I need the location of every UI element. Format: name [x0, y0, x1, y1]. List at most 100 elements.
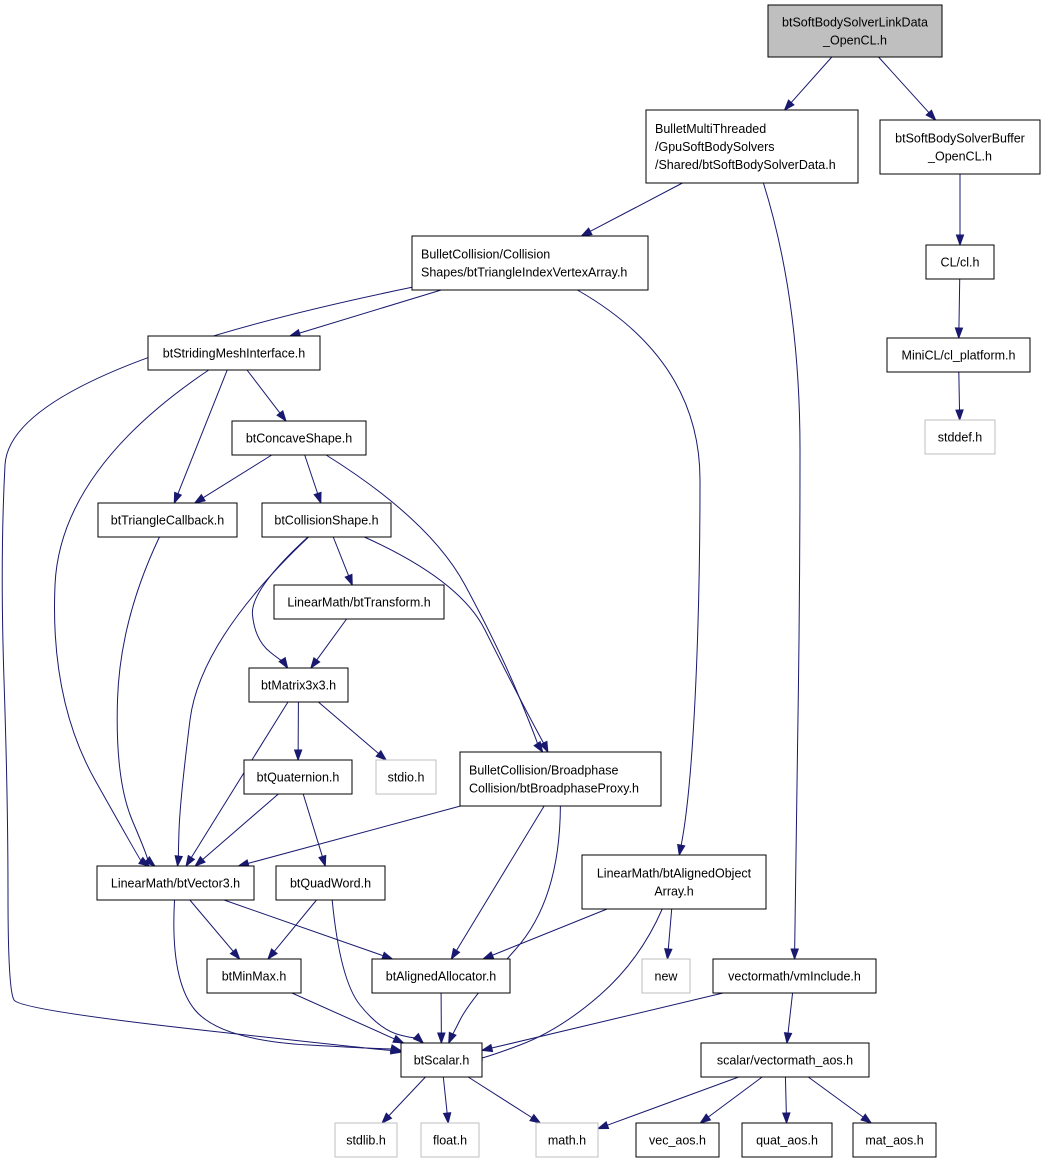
arrowhead-icon — [412, 1032, 425, 1045]
edge-line — [116, 536, 160, 861]
node-cl-platform[interactable]: MiniCL/cl_platform.h — [886, 337, 1031, 373]
node-vminclude[interactable]: vectormath/vmInclude.h — [712, 958, 877, 994]
node-label: btQuadWord.h — [290, 877, 371, 891]
node-box — [243, 759, 353, 795]
node-concave[interactable]: btConcaveShape.h — [231, 420, 367, 456]
node-box — [96, 865, 255, 901]
edge-collision_shape-to-vector3 — [174, 536, 309, 868]
node-link-data: btSoftBodySolverLinkData_OpenCL.h — [767, 4, 943, 58]
node-box — [273, 584, 445, 620]
node-box — [924, 419, 996, 455]
arrowhead-icon — [450, 947, 461, 961]
edge-line — [607, 1076, 739, 1126]
node-box — [581, 854, 767, 910]
node-label: float.h — [433, 1134, 467, 1148]
node-broadphase[interactable]: BulletCollision/BroadphaseCollision/btBr… — [459, 751, 662, 807]
arrowhead-icon — [293, 749, 303, 762]
node-box — [712, 958, 877, 994]
edge-line — [332, 536, 350, 576]
node-minmax[interactable]: btMinMax.h — [206, 958, 302, 994]
edge-line — [456, 805, 545, 951]
node-solver-buffer[interactable]: btSoftBodySolverBuffer_OpenCL.h — [879, 119, 1041, 175]
node-tri-callback[interactable]: btTriangleCallback.h — [97, 502, 238, 538]
node-vec-aos[interactable]: vec_aos.h — [635, 1122, 720, 1158]
edge-vm_aos-to-vec_aos — [699, 1076, 763, 1124]
node-box — [767, 4, 943, 58]
edge-solver_data-to-vminclude — [762, 182, 801, 961]
edge-broadphase-to-vector3 — [237, 805, 461, 868]
node-box — [700, 1042, 870, 1078]
node-collision-shape[interactable]: btCollisionShape.h — [261, 502, 392, 538]
edge-line — [202, 793, 279, 860]
edge-line — [318, 701, 379, 754]
arrowhead-icon — [278, 656, 289, 670]
arrowhead-icon — [955, 234, 965, 247]
arrowhead-icon — [381, 1112, 393, 1125]
node-label: /Shared/btSoftBodySolverData.h — [655, 158, 836, 172]
edge-transform-to-matrix — [310, 618, 348, 670]
node-vector3[interactable]: LinearMath/btVector3.h — [96, 865, 255, 901]
node-label: btTriangleCallback.h — [111, 514, 225, 528]
edge-link_data-to-solver_buffer — [878, 56, 937, 122]
arrowhead-icon — [664, 948, 673, 961]
node-cl[interactable]: CL/cl.h — [925, 244, 995, 280]
edge-line — [364, 536, 545, 745]
edge-line — [247, 805, 461, 864]
node-label: LinearMath/btVector3.h — [111, 877, 240, 891]
arrowhead-icon — [954, 327, 964, 340]
arrowhead-icon — [448, 1031, 457, 1045]
node-quaternion[interactable]: btQuaternion.h — [243, 759, 353, 795]
edge-line — [708, 1076, 763, 1118]
arrowhead-icon — [442, 1112, 452, 1125]
node-label: stdlib.h — [346, 1134, 386, 1148]
node-transform[interactable]: LinearMath/btTransform.h — [273, 584, 445, 620]
arrowhead-icon — [580, 227, 593, 237]
node-quadword[interactable]: btQuadWord.h — [275, 865, 386, 901]
node-box — [645, 109, 859, 184]
arrowhead-icon — [194, 855, 206, 867]
nodes-layer: btSoftBodySolverLinkData_OpenCL.hBulletM… — [96, 4, 1041, 1158]
node-vm-aos[interactable]: scalar/vectormath_aos.h — [700, 1042, 870, 1078]
node-quat-aos[interactable]: quat_aos.h — [741, 1122, 833, 1158]
edge-concave-to-collision_shape — [304, 454, 322, 505]
node-label: btSoftBodySolverLinkData — [782, 16, 928, 30]
node-box — [459, 751, 662, 807]
arrowhead-icon — [481, 951, 495, 960]
node-matrix[interactable]: btMatrix3x3.h — [248, 667, 349, 703]
node-striding-mesh[interactable]: btStridingMeshInterface.h — [147, 335, 321, 371]
node-label: Collision/btBroadphaseProxy.h — [469, 782, 639, 796]
node-box — [852, 1122, 937, 1158]
edge-line — [177, 369, 228, 494]
node-label: LinearMath/btAlignedObject — [597, 867, 752, 881]
arrowhead-icon — [229, 948, 241, 961]
node-box — [334, 1122, 398, 1158]
node-aligned-alloc[interactable]: btAlignedAllocator.h — [371, 958, 511, 994]
node-mat-aos[interactable]: mat_aos.h — [852, 1122, 937, 1158]
edge-line — [787, 992, 794, 1034]
node-box — [879, 119, 1041, 175]
edge-line — [958, 278, 961, 329]
node-scalar[interactable]: btScalar.h — [400, 1042, 483, 1078]
arrowhead-icon — [389, 1044, 403, 1053]
edge-aligned_array-to-aligned_alloc — [481, 908, 608, 960]
node-label: vec_aos.h — [649, 1134, 706, 1148]
node-tri-index-vertex[interactable]: BulletCollision/CollisionShapes/btTriang… — [411, 235, 649, 291]
edge-cl-to-cl_platform — [954, 278, 964, 340]
edge-broadphase-to-scalar — [448, 805, 561, 1045]
arrowhead-icon — [185, 854, 196, 868]
arrowhead-icon — [480, 1043, 494, 1053]
node-solver-data[interactable]: BulletMultiThreaded/GpuSoftBodySolvers/S… — [645, 109, 859, 184]
edge-collision_shape-to-transform — [332, 536, 353, 587]
node-box — [535, 1122, 599, 1158]
node-box — [635, 1122, 720, 1158]
edge-line — [202, 454, 273, 499]
edge-line — [331, 899, 418, 1039]
arrowhead-icon — [925, 109, 937, 122]
node-label: vectormath/vmInclude.h — [728, 970, 861, 984]
arrowhead-icon — [318, 854, 327, 868]
node-box — [886, 337, 1031, 373]
node-box — [97, 502, 238, 538]
node-label: stddef.h — [938, 431, 983, 445]
node-new: new — [641, 958, 691, 994]
